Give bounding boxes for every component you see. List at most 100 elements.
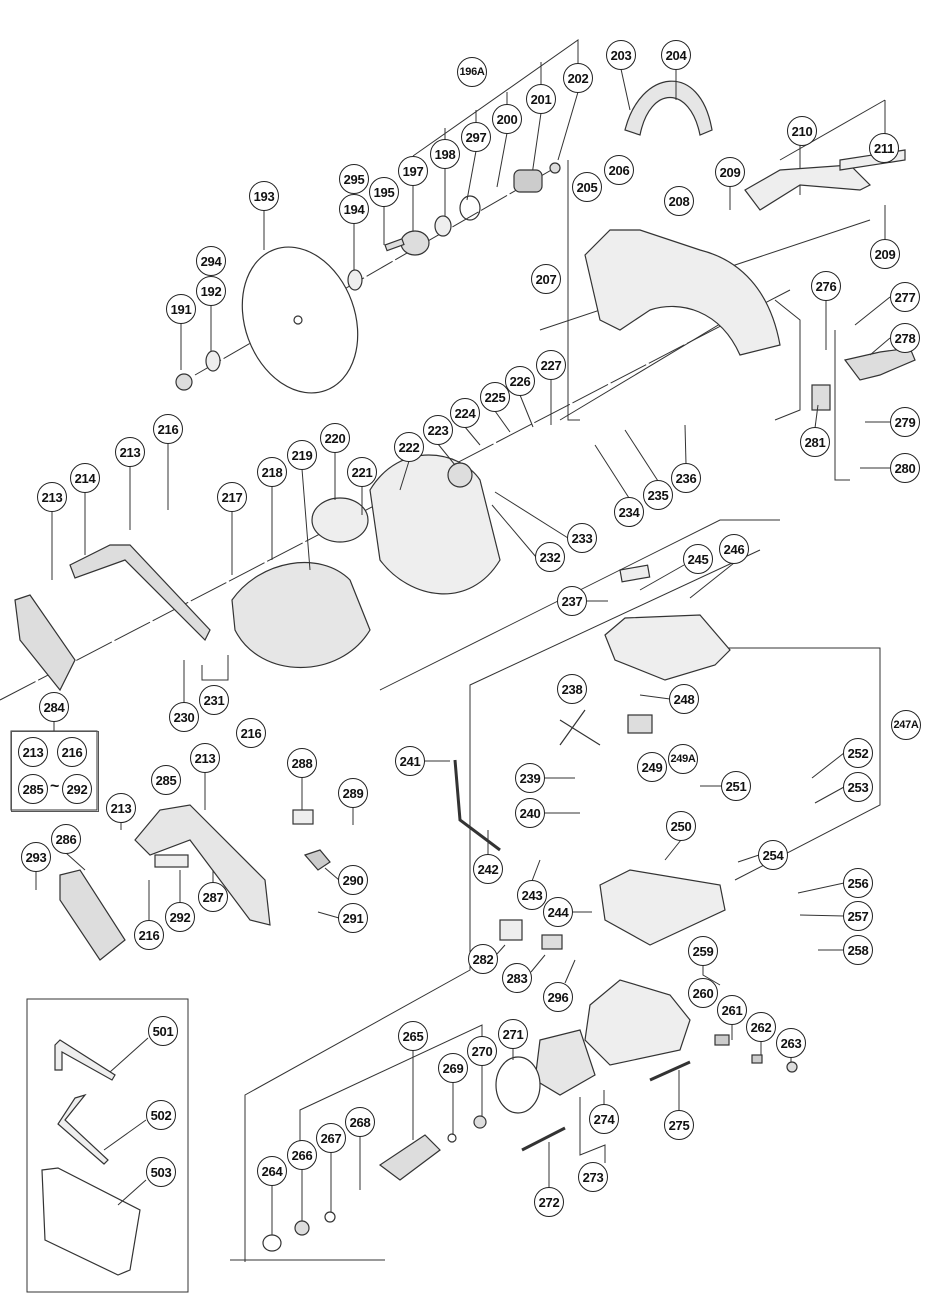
callout-259[interactable]: 259	[688, 936, 718, 966]
callout-249a[interactable]: 249A	[668, 744, 698, 774]
callout-201[interactable]: 201	[526, 84, 556, 114]
callout-279[interactable]: 279	[890, 407, 920, 437]
callout-244[interactable]: 244	[543, 897, 573, 927]
callout-213[interactable]: 213	[190, 743, 220, 773]
callout-285[interactable]: 285	[151, 765, 181, 795]
callout-278[interactable]: 278	[890, 323, 920, 353]
callout-223[interactable]: 223	[423, 415, 453, 445]
callout-222[interactable]: 222	[394, 432, 424, 462]
callout-289[interactable]: 289	[338, 778, 368, 808]
callout-271[interactable]: 271	[498, 1019, 528, 1049]
callout-281[interactable]: 281	[800, 427, 830, 457]
callout-291[interactable]: 291	[338, 903, 368, 933]
callout-243[interactable]: 243	[517, 880, 547, 910]
callout-225[interactable]: 225	[480, 382, 510, 412]
callout-290[interactable]: 290	[338, 865, 368, 895]
callout-213[interactable]: 213	[37, 482, 67, 512]
callout-230[interactable]: 230	[169, 702, 199, 732]
callout-258[interactable]: 258	[843, 935, 873, 965]
callout-227[interactable]: 227	[536, 350, 566, 380]
callout-236[interactable]: 236	[671, 463, 701, 493]
callout-297[interactable]: 297	[461, 122, 491, 152]
callout-267[interactable]: 267	[316, 1123, 346, 1153]
callout-209[interactable]: 209	[715, 157, 745, 187]
callout-257[interactable]: 257	[843, 901, 873, 931]
callout-193[interactable]: 193	[249, 181, 279, 211]
callout-203[interactable]: 203	[606, 40, 636, 70]
callout-292[interactable]: 292	[165, 902, 195, 932]
callout-213[interactable]: 213	[106, 793, 136, 823]
callout-250[interactable]: 250	[666, 811, 696, 841]
callout-206[interactable]: 206	[604, 155, 634, 185]
callout-263[interactable]: 263	[776, 1028, 806, 1058]
callout-296[interactable]: 296	[543, 982, 573, 1012]
callout-213[interactable]: 213	[18, 737, 48, 767]
callout-241[interactable]: 241	[395, 746, 425, 776]
callout-295[interactable]: 295	[339, 164, 369, 194]
callout-216[interactable]: 216	[236, 718, 266, 748]
callout-233[interactable]: 233	[567, 523, 597, 553]
callout-282[interactable]: 282	[468, 944, 498, 974]
callout-198[interactable]: 198	[430, 139, 460, 169]
callout-287[interactable]: 287	[198, 882, 228, 912]
callout-274[interactable]: 274	[589, 1104, 619, 1134]
callout-268[interactable]: 268	[345, 1107, 375, 1137]
callout-264[interactable]: 264	[257, 1156, 287, 1186]
callout-195[interactable]: 195	[369, 177, 399, 207]
callout-294[interactable]: 294	[196, 246, 226, 276]
callout-234[interactable]: 234	[614, 497, 644, 527]
callout-502[interactable]: 502	[146, 1100, 176, 1130]
callout-252[interactable]: 252	[843, 738, 873, 768]
callout-288[interactable]: 288	[287, 748, 317, 778]
callout-293[interactable]: 293	[21, 842, 51, 872]
callout-200[interactable]: 200	[492, 104, 522, 134]
callout-205[interactable]: 205	[572, 172, 602, 202]
callout-235[interactable]: 235	[643, 480, 673, 510]
callout-247a[interactable]: 247A	[891, 710, 921, 740]
callout-286[interactable]: 286	[51, 824, 81, 854]
callout-292[interactable]: 292	[62, 774, 92, 804]
callout-216[interactable]: 216	[134, 920, 164, 950]
callout-216[interactable]: 216	[153, 414, 183, 444]
callout-202[interactable]: 202	[563, 63, 593, 93]
callout-272[interactable]: 272	[534, 1187, 564, 1217]
callout-224[interactable]: 224	[450, 398, 480, 428]
callout-218[interactable]: 218	[257, 457, 287, 487]
callout-284[interactable]: 284	[39, 692, 69, 722]
callout-277[interactable]: 277	[890, 282, 920, 312]
callout-273[interactable]: 273	[578, 1162, 608, 1192]
callout-238[interactable]: 238	[557, 674, 587, 704]
callout-280[interactable]: 280	[890, 453, 920, 483]
callout-246[interactable]: 246	[719, 534, 749, 564]
callout-237[interactable]: 237	[557, 586, 587, 616]
callout-226[interactable]: 226	[505, 366, 535, 396]
callout-261[interactable]: 261	[717, 995, 747, 1025]
callout-214[interactable]: 214	[70, 463, 100, 493]
callout-249[interactable]: 249	[637, 752, 667, 782]
callout-231[interactable]: 231	[199, 685, 229, 715]
callout-211[interactable]: 211	[869, 133, 899, 163]
callout-204[interactable]: 204	[661, 40, 691, 70]
callout-191[interactable]: 191	[166, 294, 196, 324]
callout-197[interactable]: 197	[398, 156, 428, 186]
callout-251[interactable]: 251	[721, 771, 751, 801]
callout-260[interactable]: 260	[688, 978, 718, 1008]
callout-196a[interactable]: 196A	[457, 57, 487, 87]
callout-221[interactable]: 221	[347, 457, 377, 487]
callout-207[interactable]: 207	[531, 264, 561, 294]
callout-503[interactable]: 503	[146, 1157, 176, 1187]
callout-256[interactable]: 256	[843, 868, 873, 898]
callout-192[interactable]: 192	[196, 276, 226, 306]
callout-217[interactable]: 217	[217, 482, 247, 512]
callout-242[interactable]: 242	[473, 854, 503, 884]
callout-285[interactable]: 285	[18, 774, 48, 804]
callout-262[interactable]: 262	[746, 1012, 776, 1042]
callout-210[interactable]: 210	[787, 116, 817, 146]
callout-220[interactable]: 220	[320, 423, 350, 453]
callout-213[interactable]: 213	[115, 437, 145, 467]
callout-283[interactable]: 283	[502, 963, 532, 993]
callout-208[interactable]: 208	[664, 186, 694, 216]
callout-240[interactable]: 240	[515, 798, 545, 828]
callout-275[interactable]: 275	[664, 1110, 694, 1140]
callout-248[interactable]: 248	[669, 684, 699, 714]
